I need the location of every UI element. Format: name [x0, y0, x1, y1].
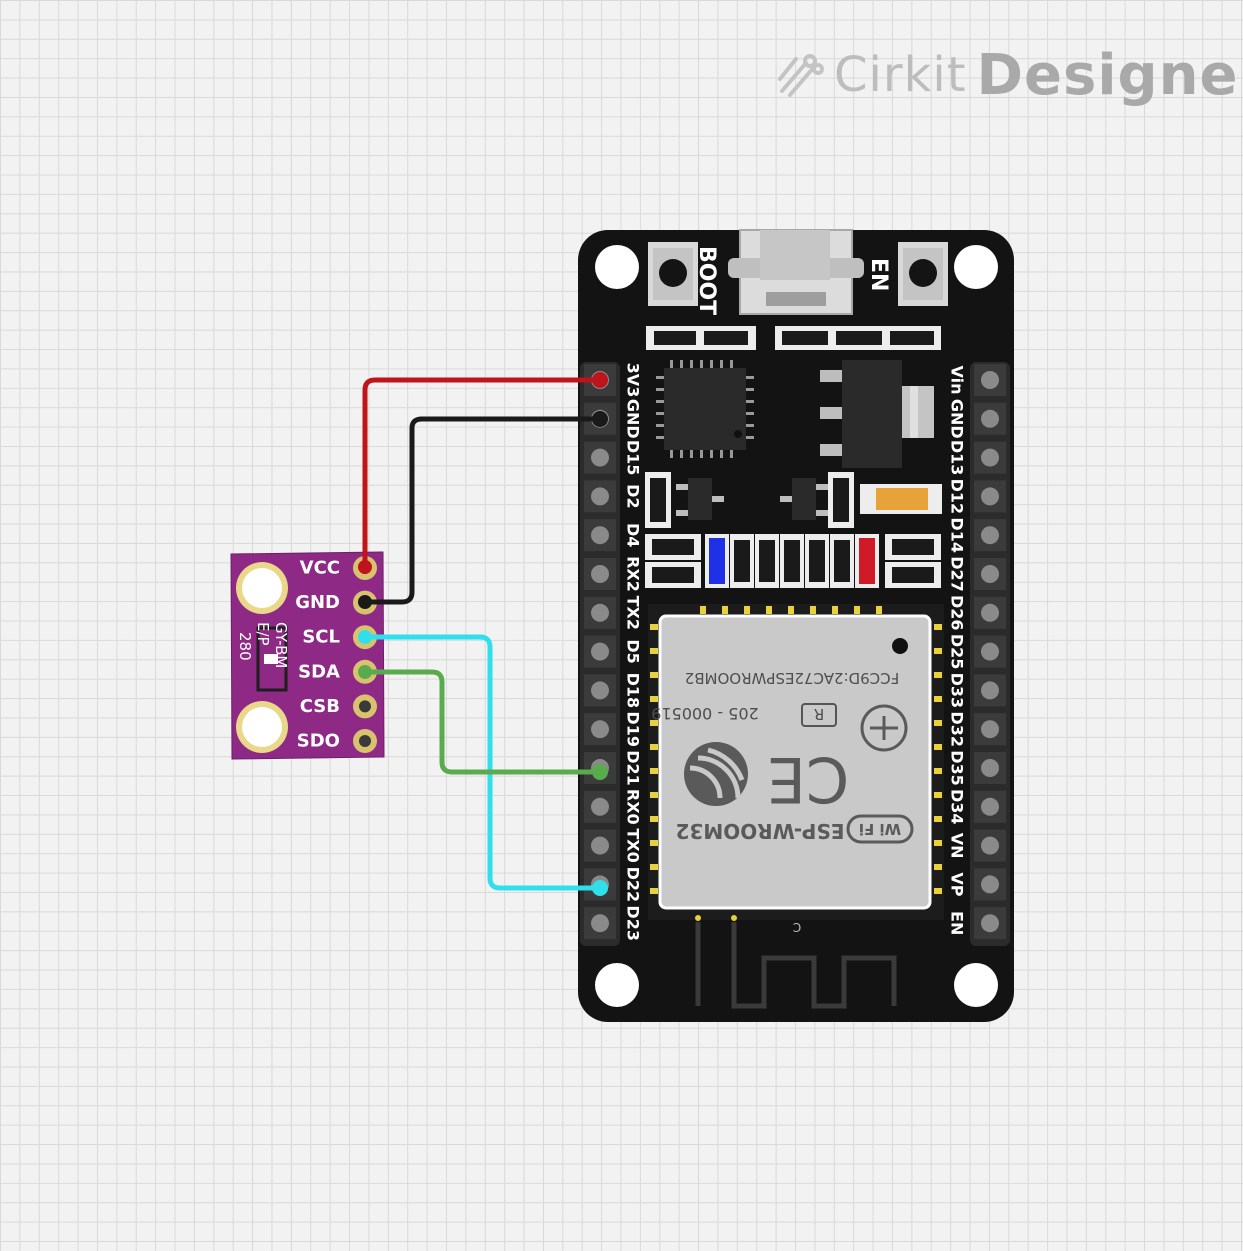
module-r-mark: R: [814, 705, 824, 723]
sensor-pin-label-csb: CSB: [300, 696, 340, 717]
wire-endpoint-scl: [358, 630, 372, 644]
esp32-right-pin-label-d26: D26: [948, 595, 967, 631]
esp32-left-pin-label-tx2: TX2: [624, 596, 643, 630]
sensor-chip: [256, 626, 288, 692]
wire-endpoint-d22: [592, 880, 608, 896]
sensor-silk-line-3: 280: [236, 632, 254, 661]
esp32-right-pin-label-vin: Vin: [948, 366, 967, 395]
telec-mark-icon: [860, 704, 908, 752]
sensor-pin-label-scl: SCL: [302, 627, 340, 648]
espressif-logo-icon: [684, 742, 748, 806]
module-fcc-text: FCC9D:2AC72ESPWROOMB2: [685, 669, 900, 687]
esp32-left-pin-label-rx2: RX2: [624, 556, 643, 592]
wire-endpoint-gnd-sensor: [358, 595, 372, 609]
esp32-right-pin-label-d27: D27: [948, 556, 967, 592]
wire-endpoints: [358, 372, 608, 896]
mounting-hole: [954, 963, 998, 1007]
wire-endpoint-vcc: [358, 560, 372, 574]
bme280-sensor-module[interactable]: GY-BM E/P 280 VCC GND SCL SDA CSB SDO: [230, 551, 385, 760]
esp32-right-pin-label-d13: D13: [948, 440, 967, 476]
esp32-right-pin-label-d35: D35: [948, 750, 967, 786]
esp32-right-pin-label-vp: VP: [948, 872, 967, 896]
esp32-right-pin-label-d12: D12: [948, 479, 967, 515]
usb-port[interactable]: [728, 229, 864, 315]
cirkit-designer-logo: Cirkit Designer: [776, 40, 1243, 110]
esp32-right-pin-label-d25: D25: [948, 634, 967, 670]
esp32-left-pin-label-d15: D15: [624, 440, 643, 476]
esp32-left-pin-label-d5: D5: [624, 639, 643, 663]
esp32-right-pin-label-d32: D32: [948, 711, 967, 747]
wire-endpoint-gnd: [592, 411, 608, 427]
wire-gnd-gnd[interactable]: [362, 416, 603, 605]
wires: [362, 377, 603, 891]
en-button[interactable]: [898, 242, 948, 306]
wire-endpoint-3v3: [592, 372, 608, 388]
svg-text:Wi Fi: Wi Fi: [859, 820, 901, 838]
esp32-right-pin-label-d14: D14: [948, 517, 967, 553]
usb-uart-chip: [656, 360, 754, 458]
esp32-left-pin-label-d18: D18: [624, 673, 643, 709]
wire-sda-d21[interactable]: [362, 669, 603, 775]
sensor-silk-line-1: GY-BM: [272, 622, 290, 668]
esp32-left-pin-label-rx0: RX0: [624, 789, 643, 825]
esp32-left-pin-label-tx0: TX0: [624, 828, 643, 862]
module-cert-text: 205 - 000519: [651, 704, 759, 723]
esp32-left-pin-label-3v3: 3V3: [624, 363, 643, 398]
en-label: EN: [866, 258, 891, 291]
wifi-logo-icon: Wi Fi: [846, 814, 914, 844]
pcb-antenna: [695, 922, 897, 1009]
esp32-right-pin-label-d34: D34: [948, 789, 967, 825]
boot-label: BOOT: [694, 246, 719, 315]
esp32-right-pin-label-d33: D33: [948, 673, 967, 709]
antenna-mark: C: [793, 920, 801, 934]
esp32-left-pin-label-d23: D23: [624, 905, 643, 941]
esp32-left-pin-label-d4: D4: [624, 523, 643, 547]
boot-button[interactable]: [648, 242, 698, 306]
brand-suffix: Designer: [976, 42, 1243, 108]
esp32-left-pin-label-d22: D22: [624, 867, 643, 903]
esp32-board[interactable]: BOOT EN: [578, 229, 1014, 1022]
esp32-left-pin-label-d19: D19: [624, 711, 643, 747]
mounting-hole: [595, 245, 639, 289]
esp32-left-pin-label-d2: D2: [624, 484, 643, 508]
cirkit-wires-icon: [778, 54, 824, 97]
tantalum-capacitor: [876, 488, 928, 510]
esp-wroom32-module: FCC9D:2AC72ESPWROOMB2 205 - 000519 R CE …: [648, 604, 944, 1009]
wire-vcc-3v3[interactable]: [362, 377, 603, 570]
wire-endpoint-sda: [358, 665, 372, 679]
sensor-pin-label-gnd: GND: [295, 592, 340, 613]
sensor-pin-label-sdo: SDO: [297, 731, 340, 752]
sensor-silk-line-2: E/P: [254, 622, 272, 646]
esp32-right-pin-label-en: EN: [948, 911, 967, 935]
sensor-pin-label-sda: SDA: [298, 661, 340, 682]
mounting-hole: [954, 245, 998, 289]
red-led: [859, 538, 875, 584]
brand-name: Cirkit: [834, 47, 967, 103]
esp32-left-pin-label-d21: D21: [624, 750, 643, 786]
module-ce-mark: CE: [767, 743, 849, 816]
blue-led: [709, 538, 725, 584]
mounting-hole: [595, 963, 639, 1007]
wire-endpoint-d21: [592, 764, 608, 780]
sensor-pin-label-vcc: VCC: [300, 558, 340, 579]
esp32-left-pin-label-gnd: GND: [624, 399, 643, 439]
module-model-text: ESP-WROOM32: [676, 819, 845, 843]
wire-scl-d22[interactable]: [362, 634, 603, 891]
esp32-right-pin-label-gnd: GND: [948, 399, 967, 439]
esp32-right-pin-label-vn: VN: [948, 833, 967, 859]
voltage-regulator: [820, 360, 934, 468]
